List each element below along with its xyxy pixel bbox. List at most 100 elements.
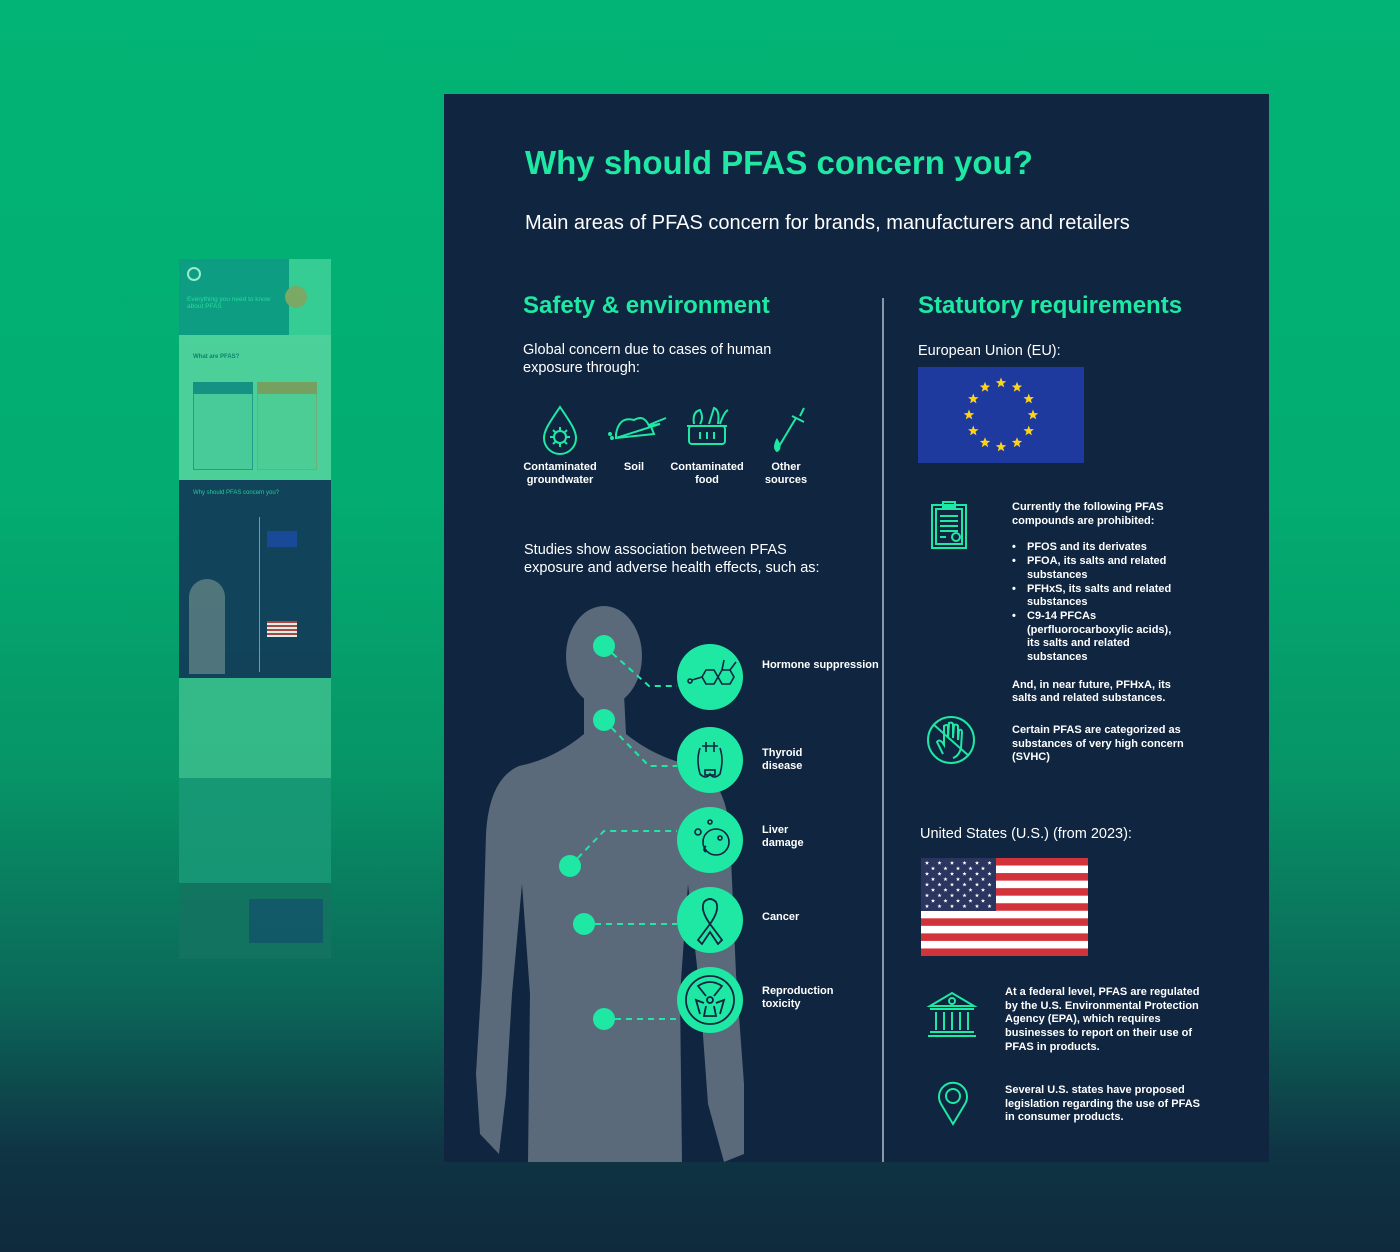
stripe	[921, 940, 1088, 949]
star	[943, 887, 948, 892]
star	[962, 893, 967, 898]
effect-label-thyroid: Thyroid disease	[762, 747, 803, 772]
star	[968, 425, 979, 436]
star	[1011, 381, 1023, 392]
stripe	[921, 933, 1088, 942]
star	[987, 871, 992, 876]
star	[943, 877, 948, 881]
star	[930, 877, 936, 881]
star	[937, 904, 942, 908]
government-building-icon	[926, 991, 978, 1037]
soil-shovel-icon	[608, 417, 667, 440]
stripe	[921, 880, 1088, 889]
thumb-cover-title: Everything you need to know about PFAS	[187, 296, 271, 310]
star	[980, 887, 986, 892]
star	[962, 871, 967, 876]
star	[924, 882, 930, 887]
star	[1011, 437, 1023, 448]
star	[930, 887, 936, 892]
list-item: PFOS and its derivates	[1012, 541, 1187, 555]
star	[924, 893, 930, 898]
thumb-logo	[187, 267, 201, 281]
molecule-icon	[677, 644, 743, 710]
star	[980, 898, 986, 903]
star	[937, 893, 942, 898]
star	[962, 860, 967, 865]
infographic-thumbnail[interactable]: Everything you need to know about PFAS W…	[179, 259, 331, 959]
us-flag	[921, 858, 1088, 956]
us-states: Several U.S. states have proposed legisl…	[1005, 1084, 1200, 1124]
stripe	[921, 910, 1088, 919]
star	[1023, 425, 1034, 436]
star	[980, 877, 986, 881]
star	[937, 871, 942, 876]
star	[943, 866, 948, 871]
star	[987, 860, 992, 865]
studies-text: Studies show association between PFAS ex…	[524, 542, 820, 576]
star	[987, 904, 992, 908]
star	[1023, 393, 1034, 404]
radiation-icon	[677, 967, 743, 1033]
star	[974, 904, 980, 908]
star	[943, 898, 948, 903]
star	[962, 882, 967, 887]
effect-label-cancer: Cancer	[762, 911, 800, 923]
thumb-circle	[285, 286, 307, 308]
star	[980, 866, 986, 871]
list-item: PFHxS, its salts and related substances	[1012, 583, 1187, 610]
stripe	[921, 888, 1088, 896]
list-item: C9-14 PFCAs (perfluorocarboxylic acids),…	[1012, 610, 1187, 665]
star	[930, 866, 936, 871]
star	[955, 898, 961, 903]
star	[987, 882, 992, 887]
eu-prohibited-list: PFOS and its derivates PFOA, its salts a…	[1012, 541, 1187, 664]
statutory-heading: Statutory requirements	[918, 292, 1183, 319]
star	[949, 871, 955, 876]
star	[974, 860, 980, 865]
source-label-other: Other sources	[764, 461, 808, 486]
star	[987, 893, 992, 898]
infographic-panel: Why should PFAS concern you? Main areas …	[444, 94, 1269, 1162]
source-label-groundwater: Contaminated groundwater	[523, 461, 597, 486]
star	[963, 409, 975, 420]
star	[974, 871, 980, 876]
star	[949, 882, 955, 887]
effect-label-liver: Liver damage	[762, 824, 804, 849]
star	[968, 877, 973, 881]
list-item: PFOA, its salts and related substances	[1012, 555, 1187, 582]
thyroid-icon	[677, 727, 743, 793]
stripe	[921, 858, 1088, 866]
star	[955, 887, 961, 892]
star	[979, 437, 991, 448]
us-federal: At a federal level, PFAS are regulated b…	[1005, 986, 1200, 1053]
exposure-icons	[542, 405, 805, 455]
body-diagram	[476, 606, 744, 1162]
star	[962, 904, 967, 908]
safety-heading: Safety & environment	[523, 292, 770, 319]
star	[968, 866, 973, 871]
stripe	[921, 948, 1088, 956]
star	[924, 871, 930, 876]
stop-hand-icon	[927, 716, 975, 764]
effect-label-reproduction: Reproduction toxicity	[762, 985, 834, 1010]
dropper-icon	[774, 407, 805, 453]
cells-icon	[677, 807, 743, 873]
star	[974, 893, 980, 898]
stripe	[921, 925, 1088, 934]
thumb-section-1: What are PFAS?	[193, 354, 240, 360]
star	[1027, 409, 1039, 420]
body-points	[559, 635, 615, 1030]
star	[924, 860, 930, 865]
star	[955, 877, 961, 881]
eu-label: European Union (EU):	[918, 343, 1061, 359]
stripe	[921, 895, 1088, 904]
star	[995, 441, 1007, 452]
star	[924, 904, 930, 908]
star	[949, 860, 955, 865]
location-pin-icon	[938, 1081, 968, 1126]
thumb-section-2: Why should PFAS concern you?	[193, 490, 280, 496]
connector-lines	[569, 645, 677, 1020]
star	[937, 860, 942, 865]
stripe	[921, 903, 1088, 912]
source-label-soil: Soil	[623, 461, 645, 473]
